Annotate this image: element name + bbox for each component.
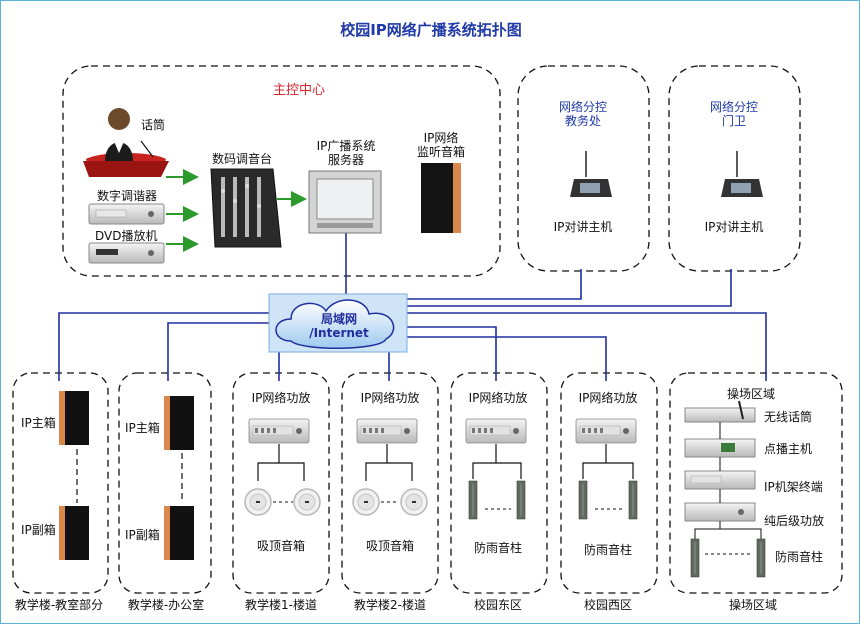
zone6-amp-label: IP网络功放 xyxy=(578,391,638,405)
branch-office-device: IP对讲主机 xyxy=(553,220,613,234)
server-label-1: IP广播系统 xyxy=(316,139,376,153)
server-image xyxy=(308,170,382,234)
zone1-main-label: IP主箱 xyxy=(21,416,56,430)
zone7-item-4: 纯后级功放 xyxy=(764,514,825,528)
zone4-ceiling-speaker-1 xyxy=(352,488,380,516)
branch-office-group xyxy=(517,65,650,272)
zone7-item-2: 点播主机 xyxy=(764,442,813,456)
mic-label: 话筒 xyxy=(141,118,166,132)
monitor-speaker-image xyxy=(421,163,461,233)
monitor-label-2: 监听音箱 xyxy=(416,145,466,159)
tuner-label: 数字调谐器 xyxy=(97,189,158,203)
zone5-column-1 xyxy=(468,480,478,520)
zone-group-7 xyxy=(669,372,843,594)
network-label-1: 局域网 xyxy=(320,312,358,326)
zone6-amp xyxy=(575,418,637,444)
signal-arrows xyxy=(166,169,307,252)
zone1-sub-label: IP副箱 xyxy=(21,523,56,537)
zone7-wireless-mic xyxy=(684,400,756,423)
zone5-amp xyxy=(465,418,527,444)
zone7-caption: 操场区域 xyxy=(728,598,778,612)
zone5-speaker-label: 防雨音柱 xyxy=(473,541,523,555)
zone2-sub-label: IP副箱 xyxy=(125,528,160,542)
zone5-caption: 校园东区 xyxy=(473,598,523,612)
zone-group-1 xyxy=(12,372,109,594)
zone1-caption: 教学楼-教室部分 xyxy=(14,598,104,612)
zone5-amp-label: IP网络功放 xyxy=(468,391,528,405)
zone4-speaker-label: 吸顶音箱 xyxy=(365,539,415,553)
tuner-image xyxy=(88,203,165,225)
zone2-main-label: IP主箱 xyxy=(125,421,160,435)
branch-office-title-2: 教务处 xyxy=(564,114,602,128)
branch-gate-mic-image xyxy=(721,151,763,197)
zone2-sub-speaker xyxy=(164,506,194,560)
main-center-label: 主控中心 xyxy=(272,83,326,98)
zone7-header: 操场区域 xyxy=(726,387,776,401)
zone7-item-1: 无线话筒 xyxy=(764,410,813,424)
zone7-power-amp xyxy=(684,502,756,522)
zone5-column-2 xyxy=(516,480,526,520)
network-links xyxy=(58,233,767,381)
branch-office-title-1: 网络分控 xyxy=(558,100,608,114)
zone3-ceiling-speaker-1 xyxy=(244,488,272,516)
zone-group-4 xyxy=(341,372,439,594)
zone4-amp xyxy=(356,418,418,444)
zone7-column-1 xyxy=(690,538,700,578)
zone4-caption: 教学楼2-楼道 xyxy=(354,598,426,612)
dvd-label: DVD播放机 xyxy=(95,229,158,243)
zone3-caption: 教学楼1-楼道 xyxy=(245,598,317,612)
branch-gate-device: IP对讲主机 xyxy=(704,220,764,234)
branch-gate-title-1: 网络分控 xyxy=(709,100,759,114)
mixer-image xyxy=(210,168,282,248)
zone1-main-speaker xyxy=(59,391,89,445)
monitor-label-1: IP网络 xyxy=(423,131,459,145)
zone6-caption: 校园西区 xyxy=(583,598,633,612)
mixer-label: 数码调音台 xyxy=(212,152,273,166)
zone2-caption: 教学楼-办公室 xyxy=(127,598,205,612)
zone7-vod-host xyxy=(684,438,756,458)
zone6-column-1 xyxy=(578,480,588,520)
page-title: 校园IP网络广播系统拓扑图 xyxy=(340,21,522,39)
zone4-amp-label: IP网络功放 xyxy=(360,391,420,405)
server-label-2: 服务器 xyxy=(327,153,365,167)
zone-group-6 xyxy=(560,372,658,594)
zone-group-2 xyxy=(118,372,212,594)
zone2-main-speaker xyxy=(164,396,194,450)
zone6-speaker-label: 防雨音柱 xyxy=(583,543,633,557)
branch-gate-group xyxy=(668,65,801,272)
zone1-sub-speaker xyxy=(59,506,89,560)
zone3-ceiling-speaker-2 xyxy=(293,488,321,516)
zone7-column-2 xyxy=(756,538,766,578)
network-cloud xyxy=(268,293,408,353)
zone7-rack-terminal xyxy=(684,470,756,490)
network-label-2: /Internet xyxy=(309,326,369,340)
zone6-column-2 xyxy=(628,480,638,520)
branch-office-mic-image xyxy=(570,151,612,197)
zone7-item-3: IP机架终端 xyxy=(764,480,823,494)
zone7-item-5: 防雨音柱 xyxy=(775,550,824,564)
zone4-ceiling-speaker-2 xyxy=(400,488,428,516)
zone-group-5 xyxy=(450,372,548,594)
dvd-image xyxy=(88,242,165,264)
zone3-amp-label: IP网络功放 xyxy=(251,391,311,405)
branch-gate-title-2: 门卫 xyxy=(721,114,747,128)
zone3-amp xyxy=(248,418,310,444)
presenter-image xyxy=(83,108,169,177)
zone-group-3 xyxy=(232,372,330,594)
zone3-speaker-label: 吸顶音箱 xyxy=(256,539,306,553)
